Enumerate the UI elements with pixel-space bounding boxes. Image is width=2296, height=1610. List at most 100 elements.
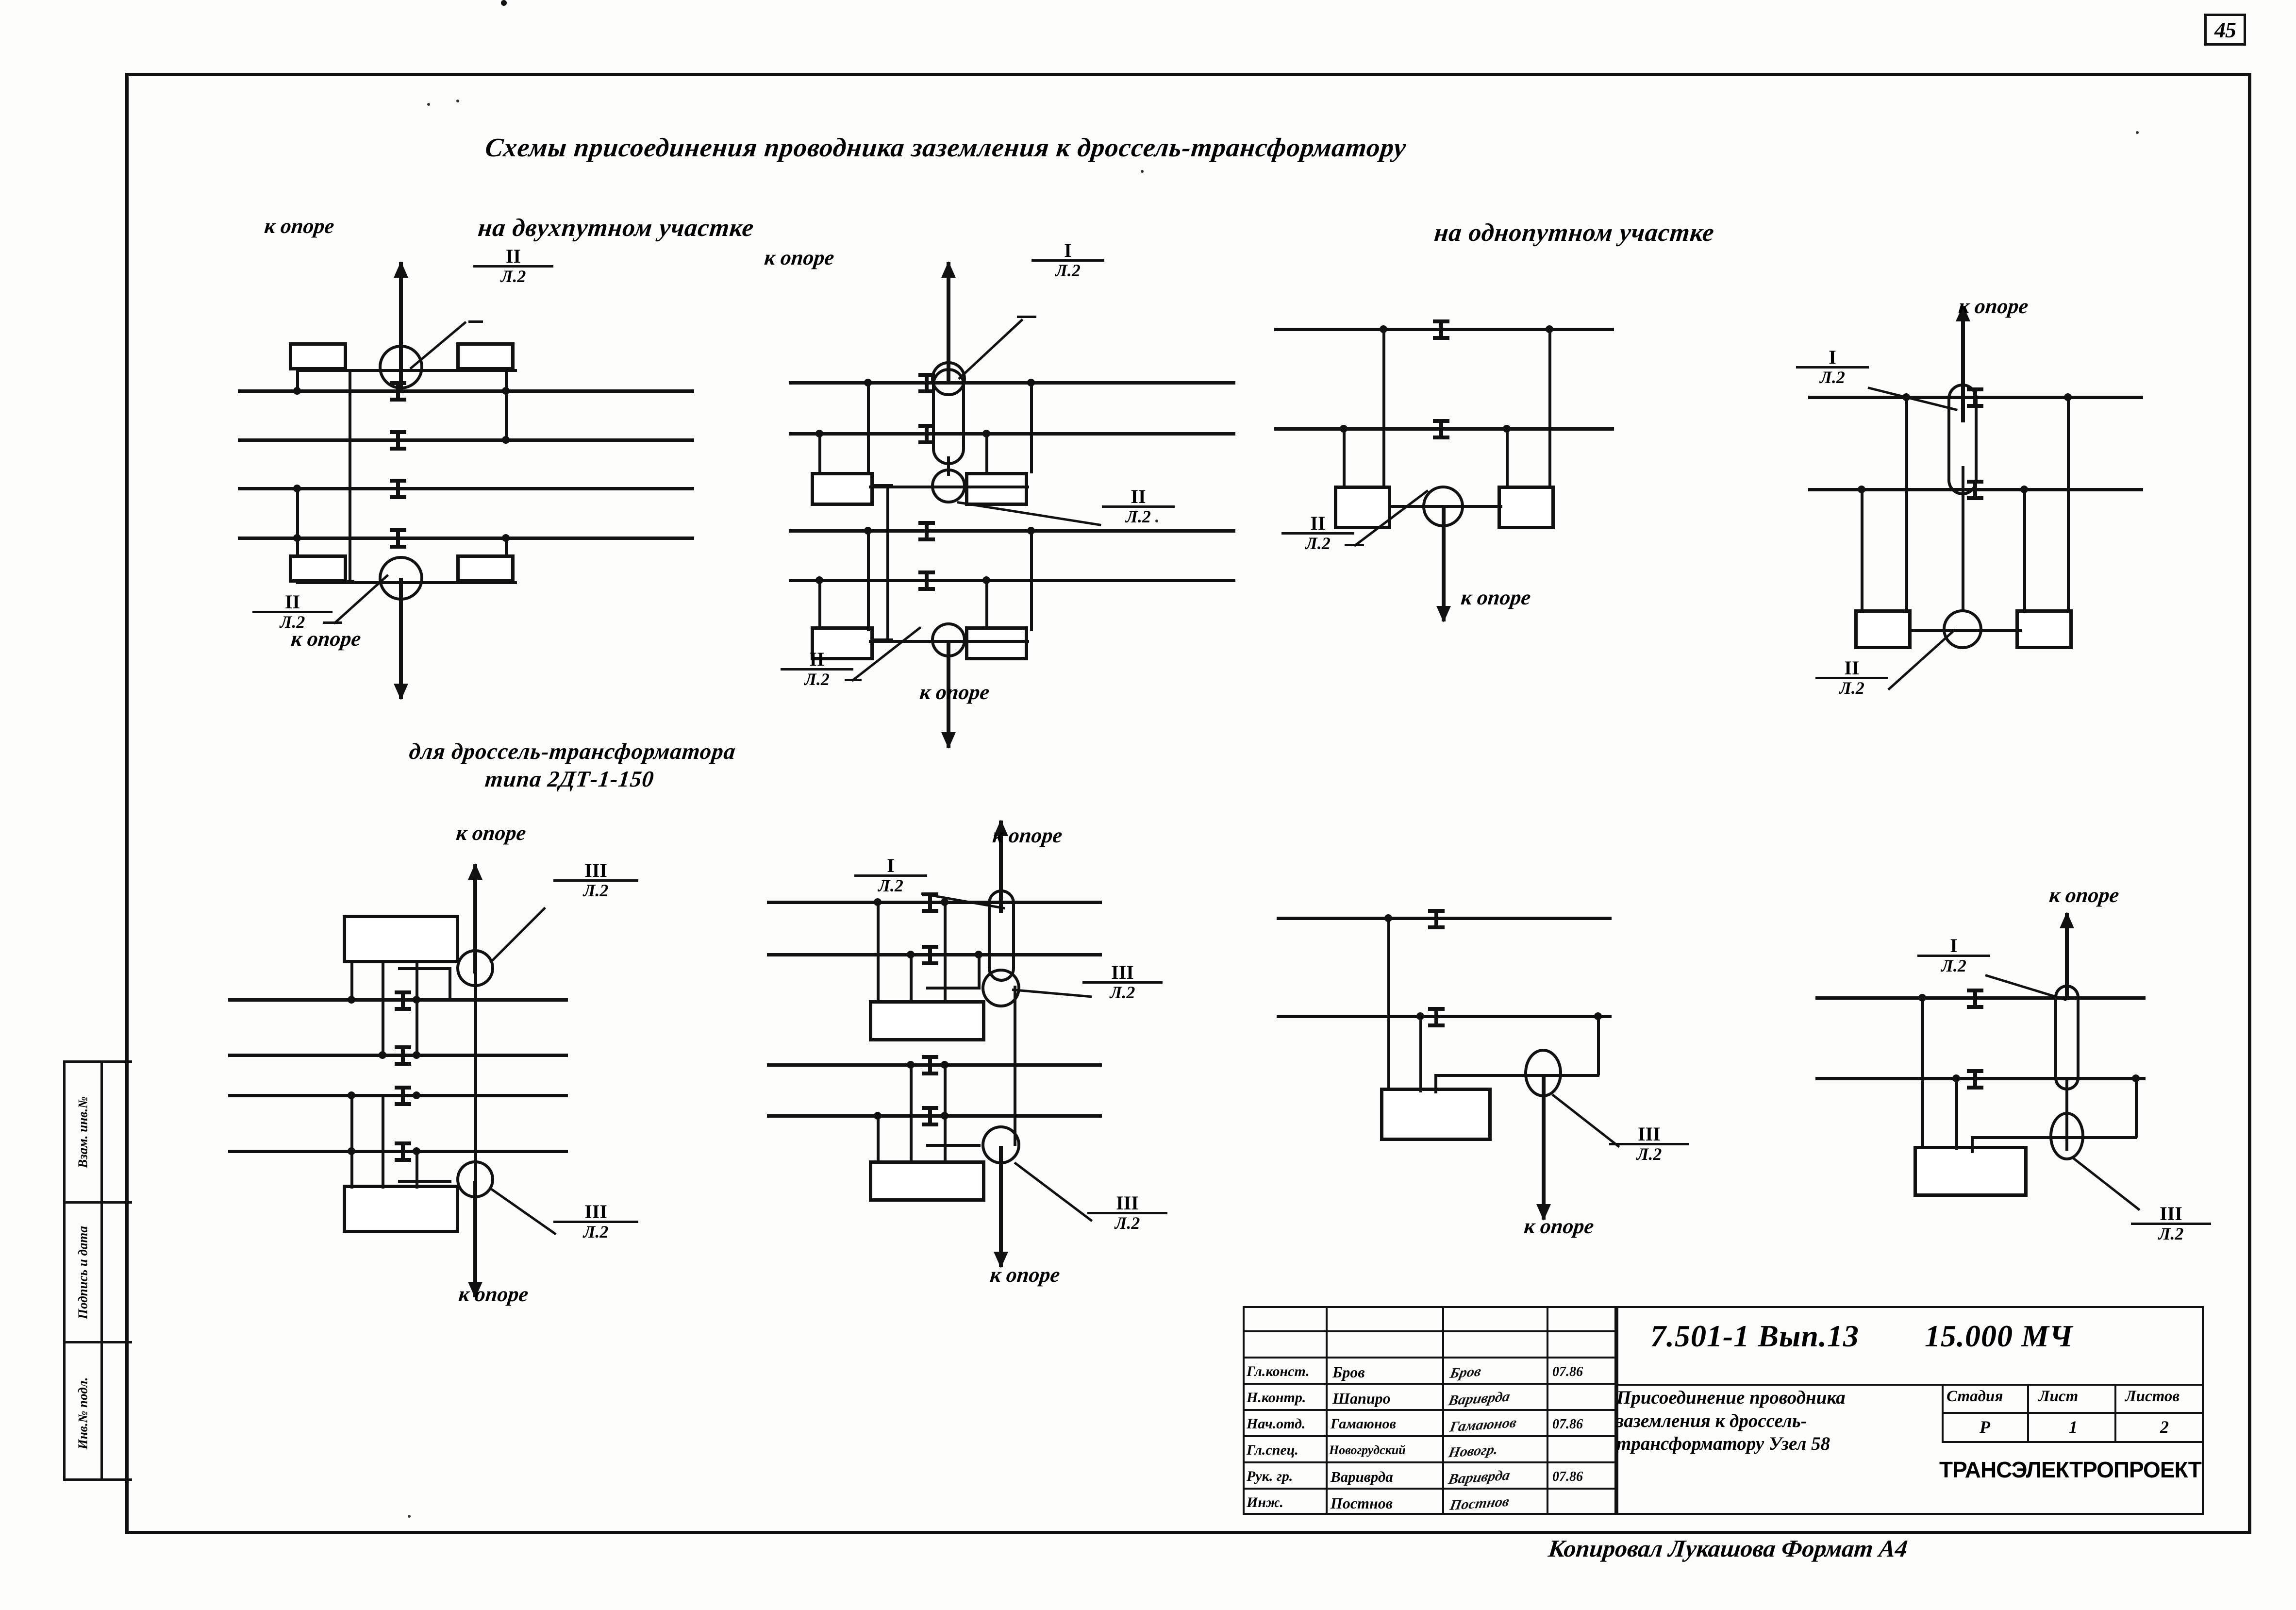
to-support-arrow-icon [1956,305,1970,422]
to-support-arrow-icon [468,1181,482,1298]
to-support-arrow-icon [1436,505,1451,622]
ground-terminal-circle [982,969,1020,1007]
callout-III-lower: III Л.2 [553,1201,638,1241]
stage-header-row [1942,1384,2204,1414]
callout-roman: II [284,591,300,613]
heading-two-track: на двухпутном участке [477,214,756,242]
to-support-arrow-icon [394,261,408,393]
insulated-joint-icon [390,479,406,499]
table-row [1243,1358,1616,1385]
callout-rule [1917,955,1990,957]
rail-line [789,529,1235,533]
left-stamp-segment-vzam: Взам. инв.№ [66,1063,100,1204]
scan-speckle [408,1515,411,1518]
connection-wire [910,953,913,1003]
connection-node [815,576,823,584]
rail-line [1815,1077,2146,1080]
choke-transformer-box [965,472,1028,506]
organisation-name: ТРАНСЭЛЕКТРОПРОЕКТ [1939,1457,2202,1482]
connection-node [502,436,510,444]
choke-transformer-box [1854,609,1912,649]
to-support-label: к опоре [1523,1214,1595,1238]
heading-single-track: на однопутном участке [1433,219,1716,247]
rail-line [789,381,1235,385]
connection-wire [978,953,981,988]
callout-roman: III [584,1201,607,1223]
sheet-col [2029,1384,2116,1443]
page-number: 45 [2214,17,2236,42]
connection-node [1380,325,1387,333]
insulated-joint-icon [1433,319,1449,340]
choke-transformer-box [456,554,515,583]
connection-node [2020,486,2028,493]
insulated-joint-icon [395,990,411,1011]
rail-line [228,1150,568,1153]
earthing-bond-wire [886,486,889,641]
connection-node [413,1051,420,1059]
role-cell: Н.контр. [1247,1390,1306,1406]
callout-roman: II [1310,512,1326,534]
rail-bond-pill [2054,985,2080,1090]
connection-node [941,1112,948,1120]
callout-II-lower: II Л.2 [781,650,853,689]
connection-wire [1382,328,1385,488]
connection-wire [867,381,870,473]
callout-leader [1345,544,1364,546]
title-block-right [1616,1306,2204,1515]
rail-line [238,487,694,490]
margin-tick [103,1201,132,1204]
insulated-joint-icon [918,373,935,393]
left-stamp-segment-inv: Инв.№ подл. [66,1343,100,1483]
callout-rule [1087,1212,1167,1214]
to-support-arrow-icon [994,820,1008,913]
connection-node [907,951,915,958]
scan-speckle [456,100,459,102]
connection-wire [296,487,299,556]
connection-node [348,1147,355,1155]
drawing-description: Присоединение проводника заземления к др… [1616,1387,1846,1455]
callout-sheet-ref: Л.2 [1305,534,1331,553]
callout-rule [854,874,927,877]
margin-tick [103,1341,132,1343]
to-support-label: к опоре [763,246,835,269]
choke-transformer-box [811,472,874,506]
drawing-mark: 15.000 МЧ [1925,1319,2073,1353]
callout-roman: II [505,245,521,267]
rail-line [767,1114,1102,1118]
callout-I: I Л.2 [1917,936,1990,975]
callout-rule [1102,505,1175,508]
name-cell: Вариврда [1331,1468,1393,1485]
rail-line [789,579,1235,582]
to-support-label: к опоре [1460,586,1532,609]
connection-wire [2023,488,2026,613]
callout-rule [1815,677,1888,679]
role-cell: Гл.спец. [1247,1442,1298,1458]
scan-speckle [427,103,430,106]
copied-by-footer: Копировал Лукашова Формат А4 [1547,1535,1909,1562]
connection-node [1384,914,1392,922]
midpoint-wire [398,1180,451,1183]
connection-wire [867,529,870,631]
connection-wire [818,432,821,475]
to-support-label: к опоре [2048,883,2120,907]
callout-sheet-ref: Л.2 [583,881,609,900]
name-cell: Бров [1332,1363,1365,1381]
ground-terminal-circle [1943,609,1982,649]
callout-sheet-ref: Л.2 [1839,678,1864,698]
sheet-value: 1 [2069,1417,2078,1437]
margin-tick [103,1478,132,1481]
choke-transformer-box [2015,609,2073,649]
connection-wire [382,961,384,1057]
connection-node [1416,1012,1424,1020]
sheets-header: Листов [2125,1388,2180,1405]
earthing-bond-wire [1962,466,1964,612]
role-cell: Гл.конст. [1247,1363,1310,1379]
connection-wire [416,1150,418,1189]
earthing-bond-wire [335,580,354,583]
callout-II-right: II Л.2 [1102,487,1175,526]
rail-line [1277,1015,1612,1018]
table-row [1243,1411,1616,1437]
callout-sheet-ref: Л.2 [1110,983,1135,1002]
insulated-joint-icon [395,1086,411,1106]
ground-terminal-circle [2049,1112,2084,1160]
